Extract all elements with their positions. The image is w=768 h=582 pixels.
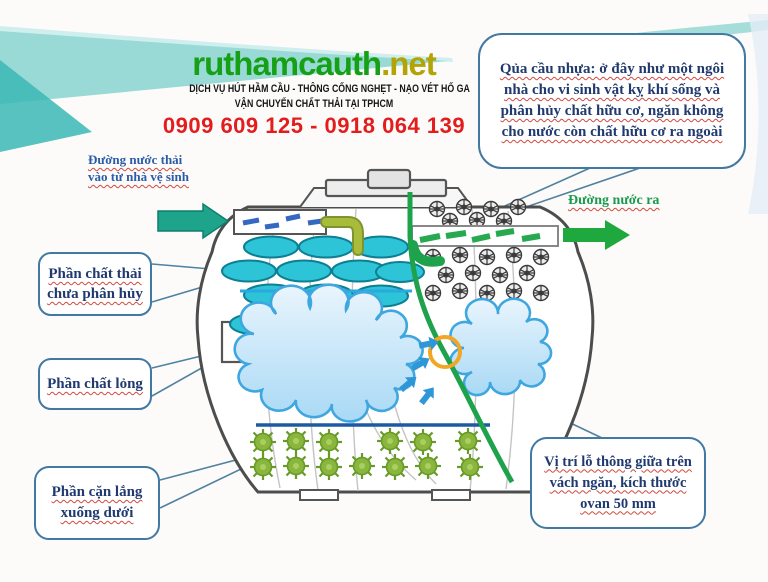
brand-name: ruthamcauth [192, 45, 382, 82]
brand-logo: ruthamcauth.net [158, 46, 470, 82]
callout-scum: Phần chất thải chưa phân hủy [38, 252, 152, 316]
callout-sludge: Phần cặn lắng xuống dưới [34, 466, 160, 540]
phone-numbers: 0909 609 125 - 0918 064 139 [162, 113, 466, 138]
callout-plastic-balls-text: Qủa cầu nhựa: ở đây như một ngôi nhà cho… [499, 61, 725, 140]
callout-vent-hole-text: Vị trí lỗ thông giữa trên vách ngăn, kíc… [544, 453, 692, 512]
inlet-blue-dashes [242, 213, 323, 230]
filter-green-dashes [419, 228, 541, 243]
inlet-label-text: Đường nước thải vào từ nhà vệ sinh [88, 152, 189, 184]
liquid-clouds [233, 283, 553, 423]
green-elbow-pipe [408, 240, 445, 267]
flow-arrows [399, 336, 439, 405]
services-tagline-1: DỊCH VỤ HÚT HẦM CẦU - THÔNG CỐNG NGHẸT -… [189, 83, 470, 95]
callout-scum-text: Phần chất thải chưa phân hủy [47, 266, 143, 302]
inlet-drop-pipe [322, 218, 362, 254]
inlet-arrow-icon [157, 202, 230, 240]
services-tagline-2: VẬN CHUYỂN CHẤT THẢI TẠI TPHCM [234, 98, 394, 110]
callout-sludge-text: Phần cặn lắng xuống dưới [51, 484, 143, 521]
site-header: ruthamcauth.net DỊCH VỤ HÚT HẦM CẦU - TH… [158, 46, 470, 139]
vent-hole-ring [428, 335, 462, 369]
callout-plastic-balls: Qủa cầu nhựa: ở đây như một ngôi nhà cho… [478, 33, 746, 169]
callout-liquid-text: Phần chất lỏng [47, 376, 143, 392]
brand-tld: .net [381, 45, 437, 82]
plastic-balls [411, 198, 559, 302]
callout-vent-hole: Vị trí lỗ thông giữa trên vách ngăn, kíc… [530, 437, 706, 529]
outlet-arrow-icon [563, 220, 630, 250]
callout-liquid: Phần chất lỏng [38, 358, 152, 410]
inlet-label: Đường nước thải vào từ nhà vệ sinh [88, 151, 200, 185]
swoosh-decoration [0, 14, 768, 214]
outlet-label-text: Đường nước ra [568, 193, 660, 208]
outlet-label: Đường nước ra [568, 193, 659, 209]
divider-flow-line [407, 192, 515, 484]
